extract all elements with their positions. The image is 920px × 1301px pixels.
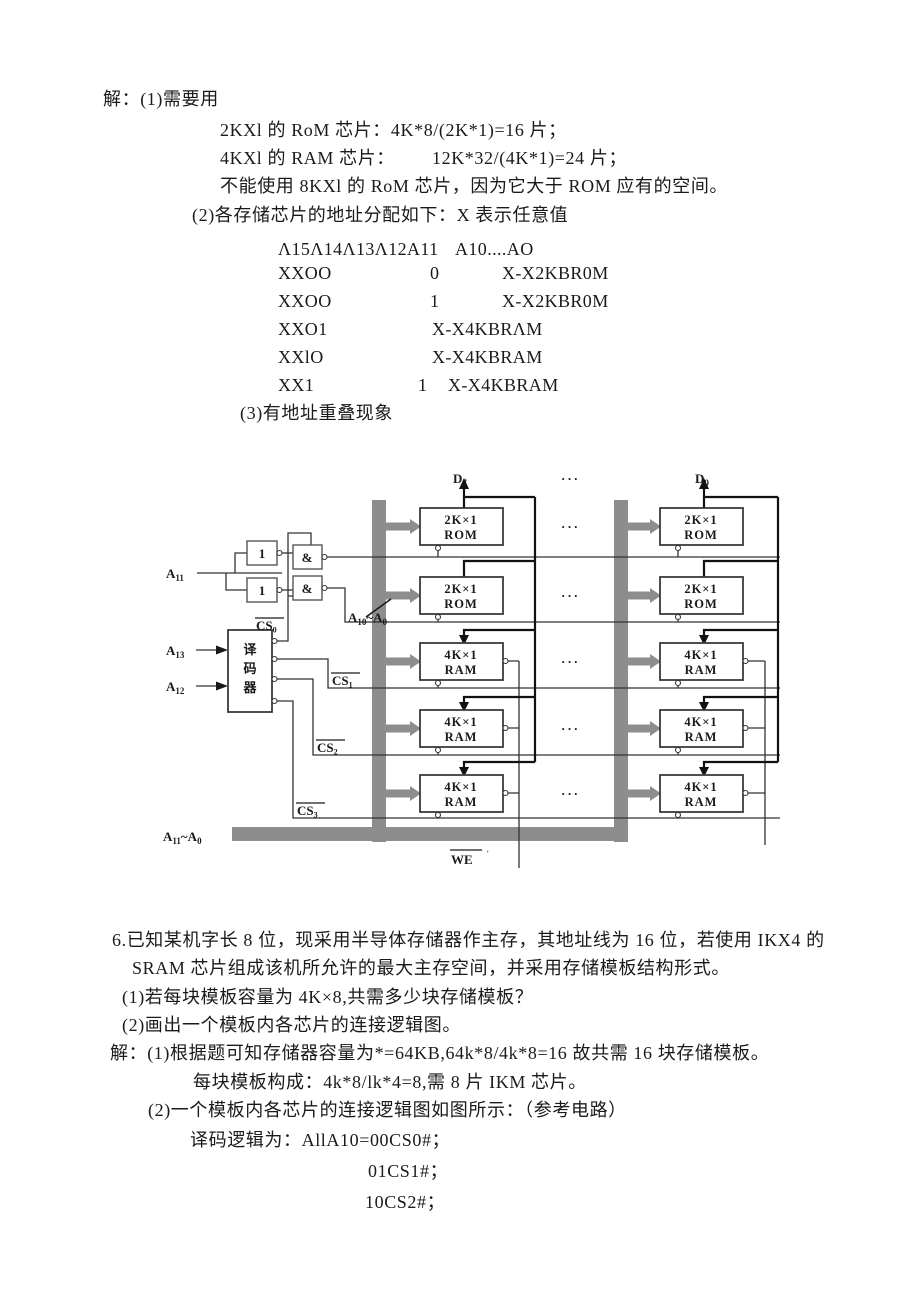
q6-line1: 6.已知某机字长 8 位，现采用半导体存储器作主存，其地址线为 16 位，若使用…	[112, 930, 825, 950]
q6-decode3: 10CS2#；	[365, 1192, 446, 1212]
svg-text:···: ···	[561, 654, 580, 669]
table-row-addr: XXOO	[278, 263, 332, 283]
we-label: WE	[451, 852, 473, 867]
memory-connection-diagram: 2K×1 ROM 2K×1 ROM 4K×1 RAM 4K×1 RAM 4K×1…	[160, 455, 810, 880]
a11-label: A11	[166, 566, 184, 583]
d7-label: D7	[453, 471, 467, 488]
svg-text:码: 码	[243, 661, 256, 676]
table-row-addr: XXlO	[278, 347, 324, 367]
chip-label: 4K×1	[684, 648, 717, 662]
table-row-addr: XX1	[278, 375, 315, 395]
q6-answer2: 每块模板构成：4k*8/lk*4=8,需 8 片 IKM 芯片。	[193, 1072, 587, 1092]
table-header-low: A10....AO	[455, 239, 534, 259]
table-row-chip: X-X2KBR0M	[502, 291, 609, 311]
cs1-label: CS1	[332, 673, 353, 690]
svg-text:ROM: ROM	[684, 597, 718, 611]
solution5-rom-calc: 2KXl 的 RoM 芯片：4K*8/(2K*1)=16 片；	[220, 120, 567, 140]
chip-label: 4K×1	[684, 715, 717, 729]
cs0-label: CS0	[256, 618, 277, 635]
chip-column-right: 2K×1 ROM 2K×1 ROM 4K×1 RAM 4K×1 RAM 4K×1…	[659, 507, 744, 813]
chip-label: 2K×1	[684, 582, 717, 596]
q6-sub1: (1)若每块模板容量为 4K×8,共需多少块存储模板？	[122, 987, 534, 1007]
svg-text:···: ···	[561, 721, 580, 736]
and-gate: &	[302, 581, 313, 596]
table-row-chip: X-X4KBRAM	[448, 375, 559, 395]
table-row-chip: X-X4KBRΛM	[432, 319, 543, 339]
d0-label: D0	[695, 471, 709, 488]
table-row-chip: X-X2KBR0M	[502, 263, 609, 283]
solution5-rom-note: 不能使用 8KXl 的 RoM 芯片，因为它大于 ROM 应有的空间。	[220, 176, 729, 196]
a10-a0-label: A10~A0	[348, 610, 388, 627]
q6-line2: SRAM 芯片组成该机所允许的最大主存空间，并采用存储模板结构形式。	[132, 958, 730, 978]
and-gate: &	[302, 550, 313, 565]
svg-text:ROM: ROM	[444, 528, 478, 542]
q6-decode1: 译码逻辑为：AllA10=00CS0#；	[190, 1130, 451, 1150]
chip-pins	[434, 544, 749, 819]
table-row-bit: 1	[430, 291, 440, 311]
a12-label: A12	[166, 679, 185, 696]
chip-label: 2K×1	[684, 513, 717, 527]
diagram-svg: 2K×1 ROM 2K×1 ROM 4K×1 RAM 4K×1 RAM 4K×1…	[163, 471, 780, 868]
table-row-bit: 0	[430, 263, 440, 283]
solution5-intro: 解：(1)需要用	[103, 89, 219, 109]
cs3-label: CS3	[297, 803, 318, 820]
solution5-ram-calc-label: 4KXl 的 RAM 芯片：	[220, 148, 395, 168]
table-header-addr: Λ15Λ14Λ13Λ12A11	[278, 239, 439, 259]
svg-text:···: ···	[561, 588, 580, 603]
svg-text:···: ···	[561, 519, 580, 534]
chip-label: 2K×1	[444, 513, 477, 527]
solution5-part2-title: (2)各存储芯片的地址分配如下：X 表示任意值	[192, 205, 569, 225]
inverter-gate: 1	[259, 546, 266, 561]
address-bus	[232, 500, 661, 842]
decoder-box	[227, 629, 273, 713]
svg-text:ROM: ROM	[444, 597, 478, 611]
solution5-ram-calc-value: 12K*32/(4K*1)=24 片；	[432, 148, 628, 168]
chip-label: 4K×1	[444, 715, 477, 729]
table-row-addr: XXOO	[278, 291, 332, 311]
control-wires	[196, 532, 780, 868]
data-lines	[459, 478, 780, 777]
table-row-chip: X-X4KBRAM	[432, 347, 543, 367]
svg-text:···: ···	[561, 786, 580, 801]
solution5-part3: (3)有地址重叠现象	[240, 403, 393, 423]
q6-sub2: (2)画出一个模板内各芯片的连接逻辑图。	[122, 1015, 461, 1035]
q6-decode2: 01CS1#；	[368, 1161, 449, 1181]
chip-label: 4K×1	[444, 648, 477, 662]
svg-text:RAM: RAM	[445, 663, 478, 677]
a13-label: A13	[166, 643, 185, 660]
chip-label: 2K×1	[444, 582, 477, 596]
svg-text:RAM: RAM	[685, 795, 718, 809]
table-row-addr: XXO1	[278, 319, 328, 339]
svg-text:RAM: RAM	[685, 663, 718, 677]
svg-text:RAM: RAM	[685, 730, 718, 744]
signal-labels: D7 D0 A11 A13 A12 CS0 CS1 CS2 CS3 A10~A0…	[163, 471, 709, 867]
q6-answer3: (2)一个模板内各芯片的连接逻辑图如图所示：（参考电路）	[148, 1100, 627, 1120]
cs2-label: CS2	[317, 740, 338, 757]
decode-logic: 1 1 & & 译 码 器	[227, 540, 328, 713]
a11-a0-label: A11~A0	[163, 829, 202, 846]
we-tick: '	[487, 849, 489, 859]
chip-column-left: 2K×1 ROM 2K×1 ROM 4K×1 RAM 4K×1 RAM 4K×1…	[419, 507, 504, 813]
decoder-label: 译	[243, 642, 257, 657]
inverter-gate: 1	[259, 583, 266, 598]
table-row-bit: 1	[418, 375, 428, 395]
ellipsis: ···	[561, 471, 580, 486]
svg-text:器: 器	[242, 680, 257, 695]
svg-text:ROM: ROM	[684, 528, 718, 542]
chip-label: 4K×1	[684, 780, 717, 794]
q6-answer1: 解：(1)根据题可知存储器容量为*=64KB,64k*8/4k*8=16 故共需…	[110, 1043, 770, 1063]
chip-label: 4K×1	[444, 780, 477, 794]
svg-text:RAM: RAM	[445, 730, 478, 744]
svg-text:RAM: RAM	[445, 795, 478, 809]
